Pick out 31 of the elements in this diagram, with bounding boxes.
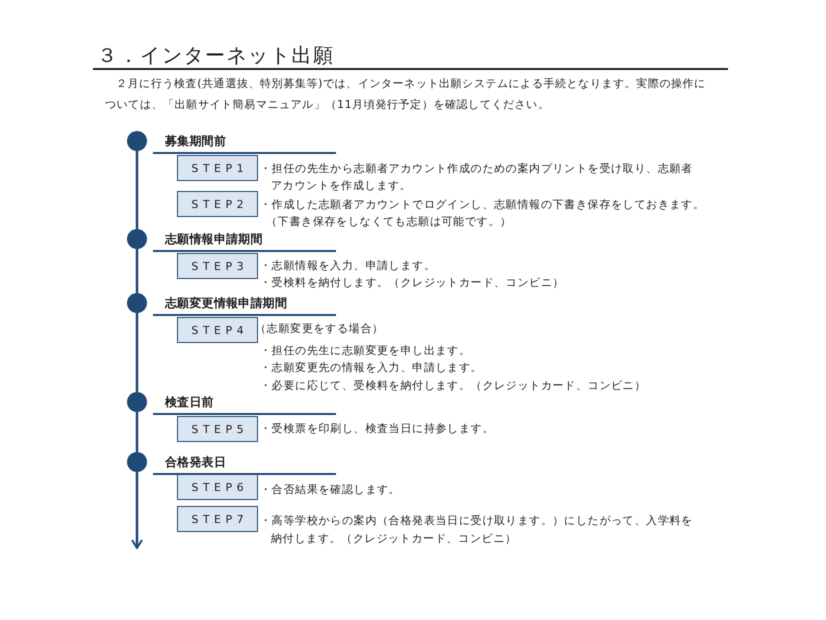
- timeline-dot: [127, 392, 147, 412]
- step-description: ・作成した志願者アカウントでログインし、志願情報の下書き保存をしておきます。: [260, 197, 706, 213]
- step-description: ・受検票を印刷し、検査当日に持参します。: [260, 421, 495, 437]
- step-description: ・志願情報を入力、申請します。: [260, 258, 436, 274]
- step-box: STEP2: [177, 191, 258, 217]
- timeline-line: [136, 151, 138, 229]
- step-description: ・志願変更先の情報を入力、申請します。: [260, 360, 484, 376]
- step-note: （志願変更をする場合）: [255, 320, 385, 336]
- step-description: ・担任の先生に志願変更を申し出ます。: [260, 342, 472, 358]
- timeline-dot: [127, 452, 147, 472]
- step-box: STEP3: [177, 253, 258, 279]
- step-note: （下書き保存をしなくても志願は可能です。）: [266, 214, 513, 230]
- step-description: ・合否結果を確認します。: [260, 482, 402, 498]
- step-description: ・必要に応じて、受検料を納付します。（クレジットカード、コンビニ）: [260, 378, 648, 394]
- timeline-dot: [127, 229, 147, 249]
- step-box: STEP4: [177, 317, 258, 343]
- step-box: STEP7: [177, 506, 258, 532]
- timeline-arrow: [131, 472, 143, 549]
- timeline-line: [136, 313, 138, 392]
- timeline-dot: [127, 293, 147, 313]
- timeline-dot: [127, 131, 147, 151]
- step-box: STEP5: [177, 416, 258, 442]
- intro-paragraph: ２月に行う検査(共通選抜、特別募集等)では、インターネット出願システムによる手続となります。実際の操作については、「出願サイト簡易マニュアル」（11月頃発行予定）を確認してください。: [105, 76, 707, 113]
- step-description: ・受検料を納付します。（クレジットカード、コンビニ）: [260, 275, 566, 291]
- step-box: STEP6: [177, 474, 258, 500]
- page-title: ３．インターネット出願: [93, 42, 728, 70]
- step-description: ・高等学校からの案内（合格発表当日に受け取ります。）にしたがって、入学料を納付します。（クレジットカード、コンビニ）: [260, 513, 694, 546]
- step-box: STEP1: [177, 155, 258, 181]
- timeline-line: [136, 249, 138, 293]
- step-description: ・担任の先生から志願者アカウント作成のための案内プリントを受け取り、志願者アカウントを作成します。: [260, 160, 694, 194]
- timeline-line: [136, 412, 138, 452]
